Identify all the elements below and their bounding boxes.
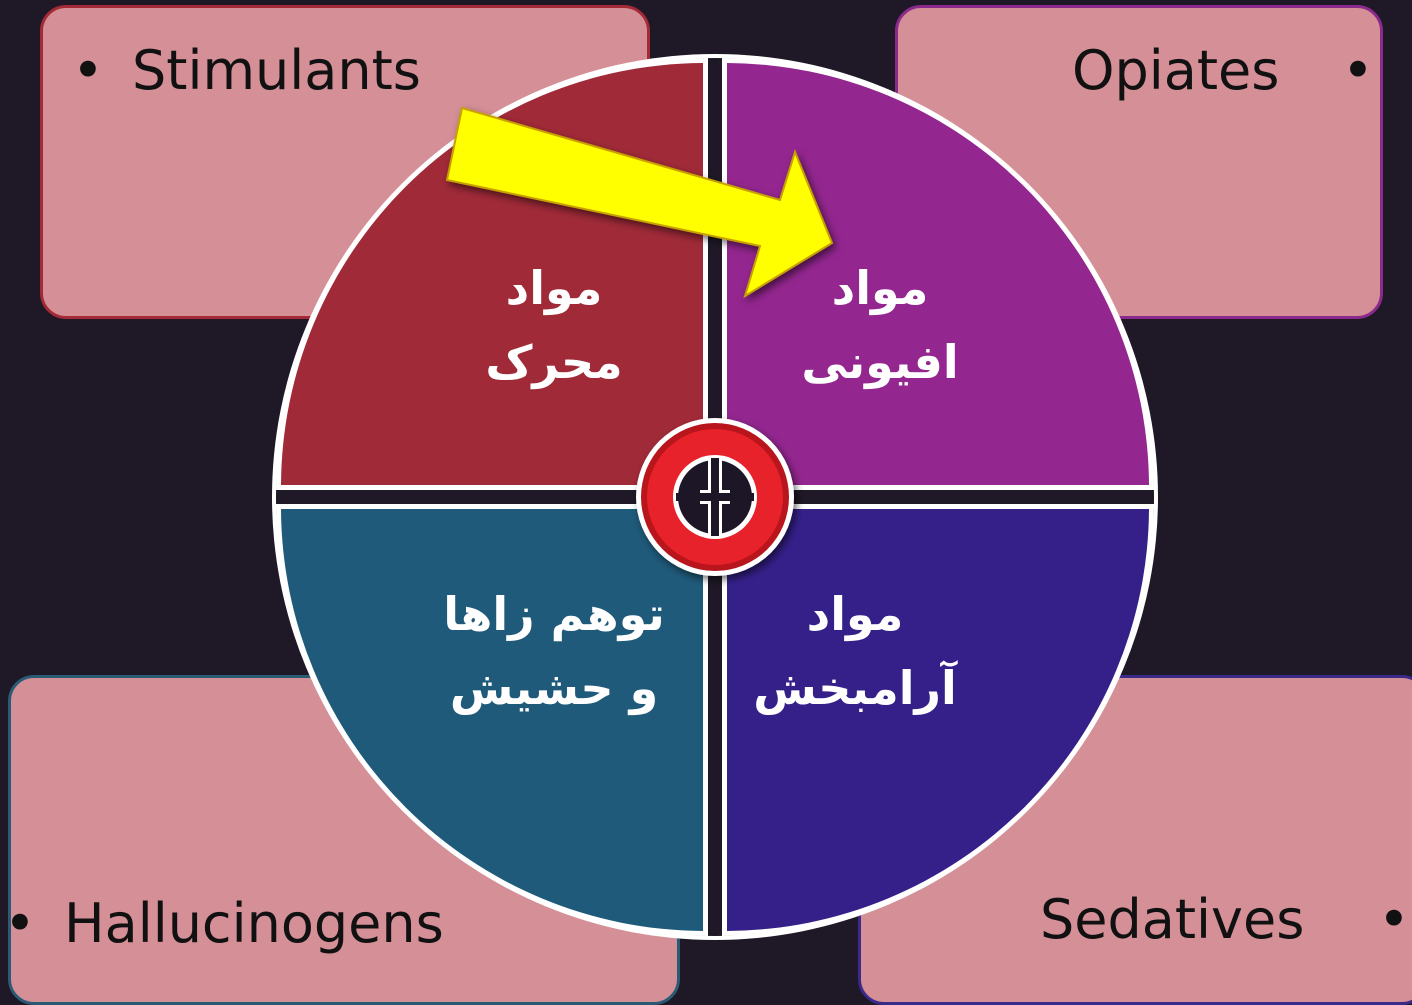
quadrant-sedatives [722, 504, 1154, 936]
bullet-hallucinogens: • [4, 892, 36, 955]
label-stimulants: Stimulants [132, 39, 421, 102]
quadrant-label-line: افیونی [801, 334, 959, 389]
quadrant-label-sedatives: مواد آرامبخش [705, 578, 1005, 725]
bullet-sedatives: • [1378, 888, 1410, 951]
quadrant-label-line: آرامبخش [753, 660, 957, 715]
quadrant-label-hallucinogens: توهم زاها و حشیش [404, 578, 704, 725]
quadrant-label-line: توهم زاها [443, 587, 665, 641]
bullet-stimulants: • [72, 39, 104, 102]
red-ring-icon [636, 418, 794, 576]
quadrant-label-line: مواد [505, 261, 603, 315]
quadrant-label-stimulants: مواد محرک [404, 252, 704, 399]
label-opiates: Opiates [1072, 39, 1280, 102]
quadrant-label-line: مواد [806, 587, 904, 641]
quadrant-hallucinogens [276, 504, 708, 936]
bullet-opiates: • [1342, 39, 1374, 102]
yellow-arrow-icon [445, 106, 834, 299]
quadrant-label-line: مواد [831, 261, 929, 315]
quadrant-label-line: محرک [485, 334, 623, 389]
quadrant-label-opiates: مواد افیونی [730, 252, 1030, 399]
quadrant-label-line: و حشیش [449, 660, 659, 715]
label-sedatives: Sedatives [1040, 888, 1305, 951]
quadrant-opiates [722, 58, 1154, 490]
label-hallucinogens: Hallucinogens [64, 892, 444, 955]
